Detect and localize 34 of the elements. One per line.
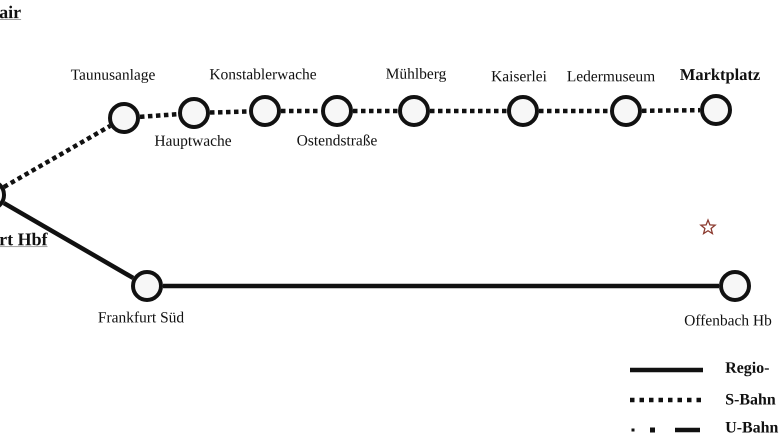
legend-text: Regio- [725, 362, 769, 376]
station-name: Ostendstraße [297, 134, 377, 146]
station-circle [719, 270, 751, 302]
station-circle [131, 270, 163, 302]
rail-line [539, 108, 610, 114]
station-circle [507, 95, 539, 127]
rail-line [430, 108, 507, 114]
station-circle [108, 102, 140, 134]
legend-text: U-Bahn [726, 421, 778, 433]
station-name: Marktplatz [680, 68, 760, 84]
station-circle [178, 97, 210, 129]
station-name: Offenbach Hb [684, 314, 772, 326]
rail-line [353, 108, 398, 114]
station-name: rt Hbf [0, 232, 48, 247]
station-name: Hauptwache [154, 135, 232, 149]
station-circle [321, 95, 353, 127]
station-name: Ledermuseum [567, 70, 655, 82]
station-name: Taunusanlage [70, 68, 155, 84]
station-circle [700, 94, 732, 126]
rail-line [642, 108, 700, 114]
rail-line [210, 109, 250, 115]
station-circle [398, 95, 430, 127]
rail-line [140, 112, 178, 120]
rail-line [2, 201, 134, 280]
station-name: Mühlberg [386, 68, 446, 82]
station-circle [610, 95, 642, 127]
rail-line [2, 124, 112, 189]
rail-line [163, 284, 719, 288]
station-name: air [0, 6, 22, 20]
station-name: Konstablerwache [210, 68, 316, 80]
station-circle [249, 95, 281, 127]
station-name: Frankfurt Süd [98, 311, 184, 322]
legend-text: S-Bahn [726, 393, 776, 405]
station-name: Kaiserlei [492, 70, 547, 82]
